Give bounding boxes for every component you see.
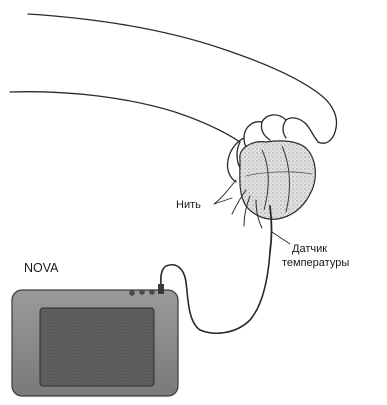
wool-covered-object bbox=[240, 141, 316, 219]
device-button bbox=[139, 289, 145, 295]
device-button bbox=[129, 290, 135, 296]
sensor-label-line2: температуры bbox=[282, 257, 349, 269]
sensor-label-line1: Датчик bbox=[292, 243, 327, 255]
data-logger-device bbox=[12, 284, 178, 396]
device-button bbox=[149, 289, 155, 295]
device-label: NOVA bbox=[24, 261, 59, 275]
device-connector bbox=[158, 284, 164, 294]
device-screen bbox=[40, 308, 154, 386]
sensor-cable bbox=[161, 206, 290, 333]
thread-label: Нить bbox=[176, 199, 201, 211]
